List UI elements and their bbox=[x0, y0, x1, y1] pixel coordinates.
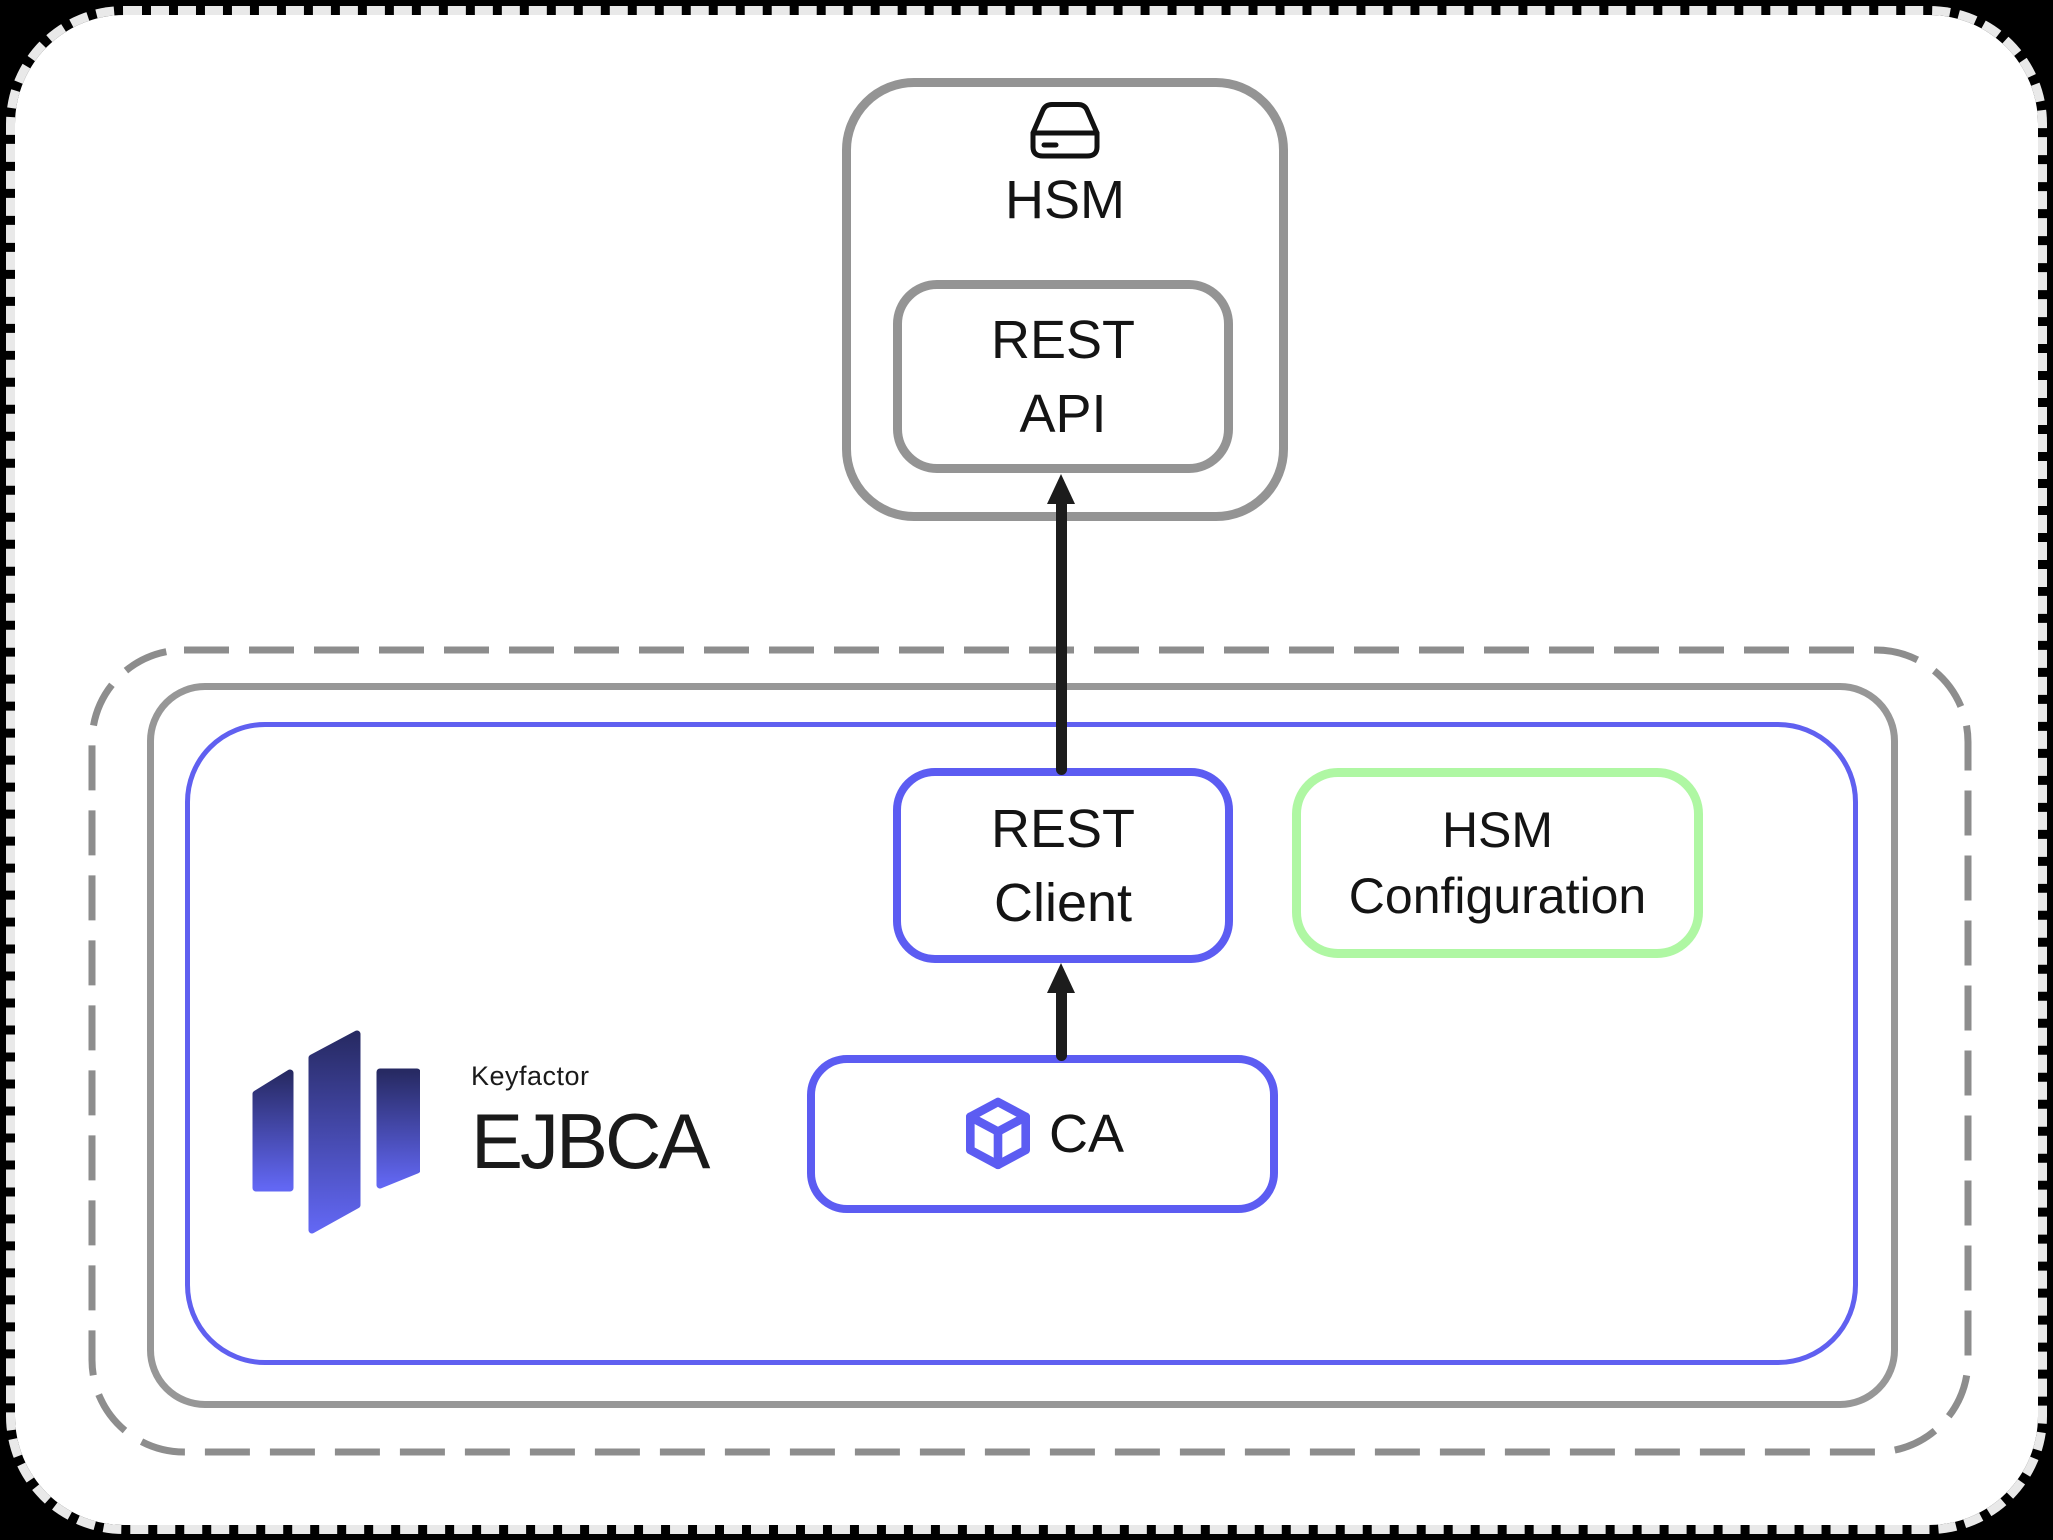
arrow-restclient-to-restapi-shaft bbox=[1056, 497, 1067, 775]
arrow-ca-to-restclient-shaft bbox=[1056, 987, 1067, 1061]
keyfactor-bars-icon bbox=[252, 1030, 420, 1234]
keyfactor-ejbca-logo: Keyfactor EJBCA bbox=[250, 1029, 730, 1239]
logo-product-text: EJBCA bbox=[471, 1097, 710, 1185]
rest-api-node: REST API bbox=[893, 280, 1233, 473]
ca-node: CA bbox=[807, 1055, 1278, 1213]
rest-client-label-line2: Client bbox=[993, 872, 1133, 933]
rest-api-label-line1: REST bbox=[990, 309, 1136, 370]
page-background: HSM REST API REST Client HSM Configurati… bbox=[6, 6, 2047, 1534]
logo-brand-text: Keyfactor bbox=[471, 1061, 590, 1091]
hsm-configuration-node: HSM Configuration bbox=[1292, 768, 1703, 958]
ca-label: CA bbox=[1048, 1104, 1124, 1164]
hsm-config-label-line1: HSM bbox=[1441, 802, 1554, 858]
server-container bbox=[147, 683, 1898, 1408]
rest-client-node: REST Client bbox=[893, 768, 1233, 963]
ejbca-container bbox=[185, 722, 1858, 1365]
hsm-node: HSM REST API bbox=[842, 78, 1288, 521]
hsm-config-label-line2: Configuration bbox=[1348, 868, 1647, 924]
drive-icon bbox=[1030, 102, 1100, 159]
rest-client-label-line1: REST bbox=[990, 798, 1136, 859]
rest-api-label-line2: API bbox=[1019, 383, 1107, 444]
dashed-boundary-container bbox=[88, 646, 1972, 1456]
cube-icon bbox=[965, 1097, 1030, 1170]
hsm-label: HSM bbox=[1005, 170, 1125, 230]
